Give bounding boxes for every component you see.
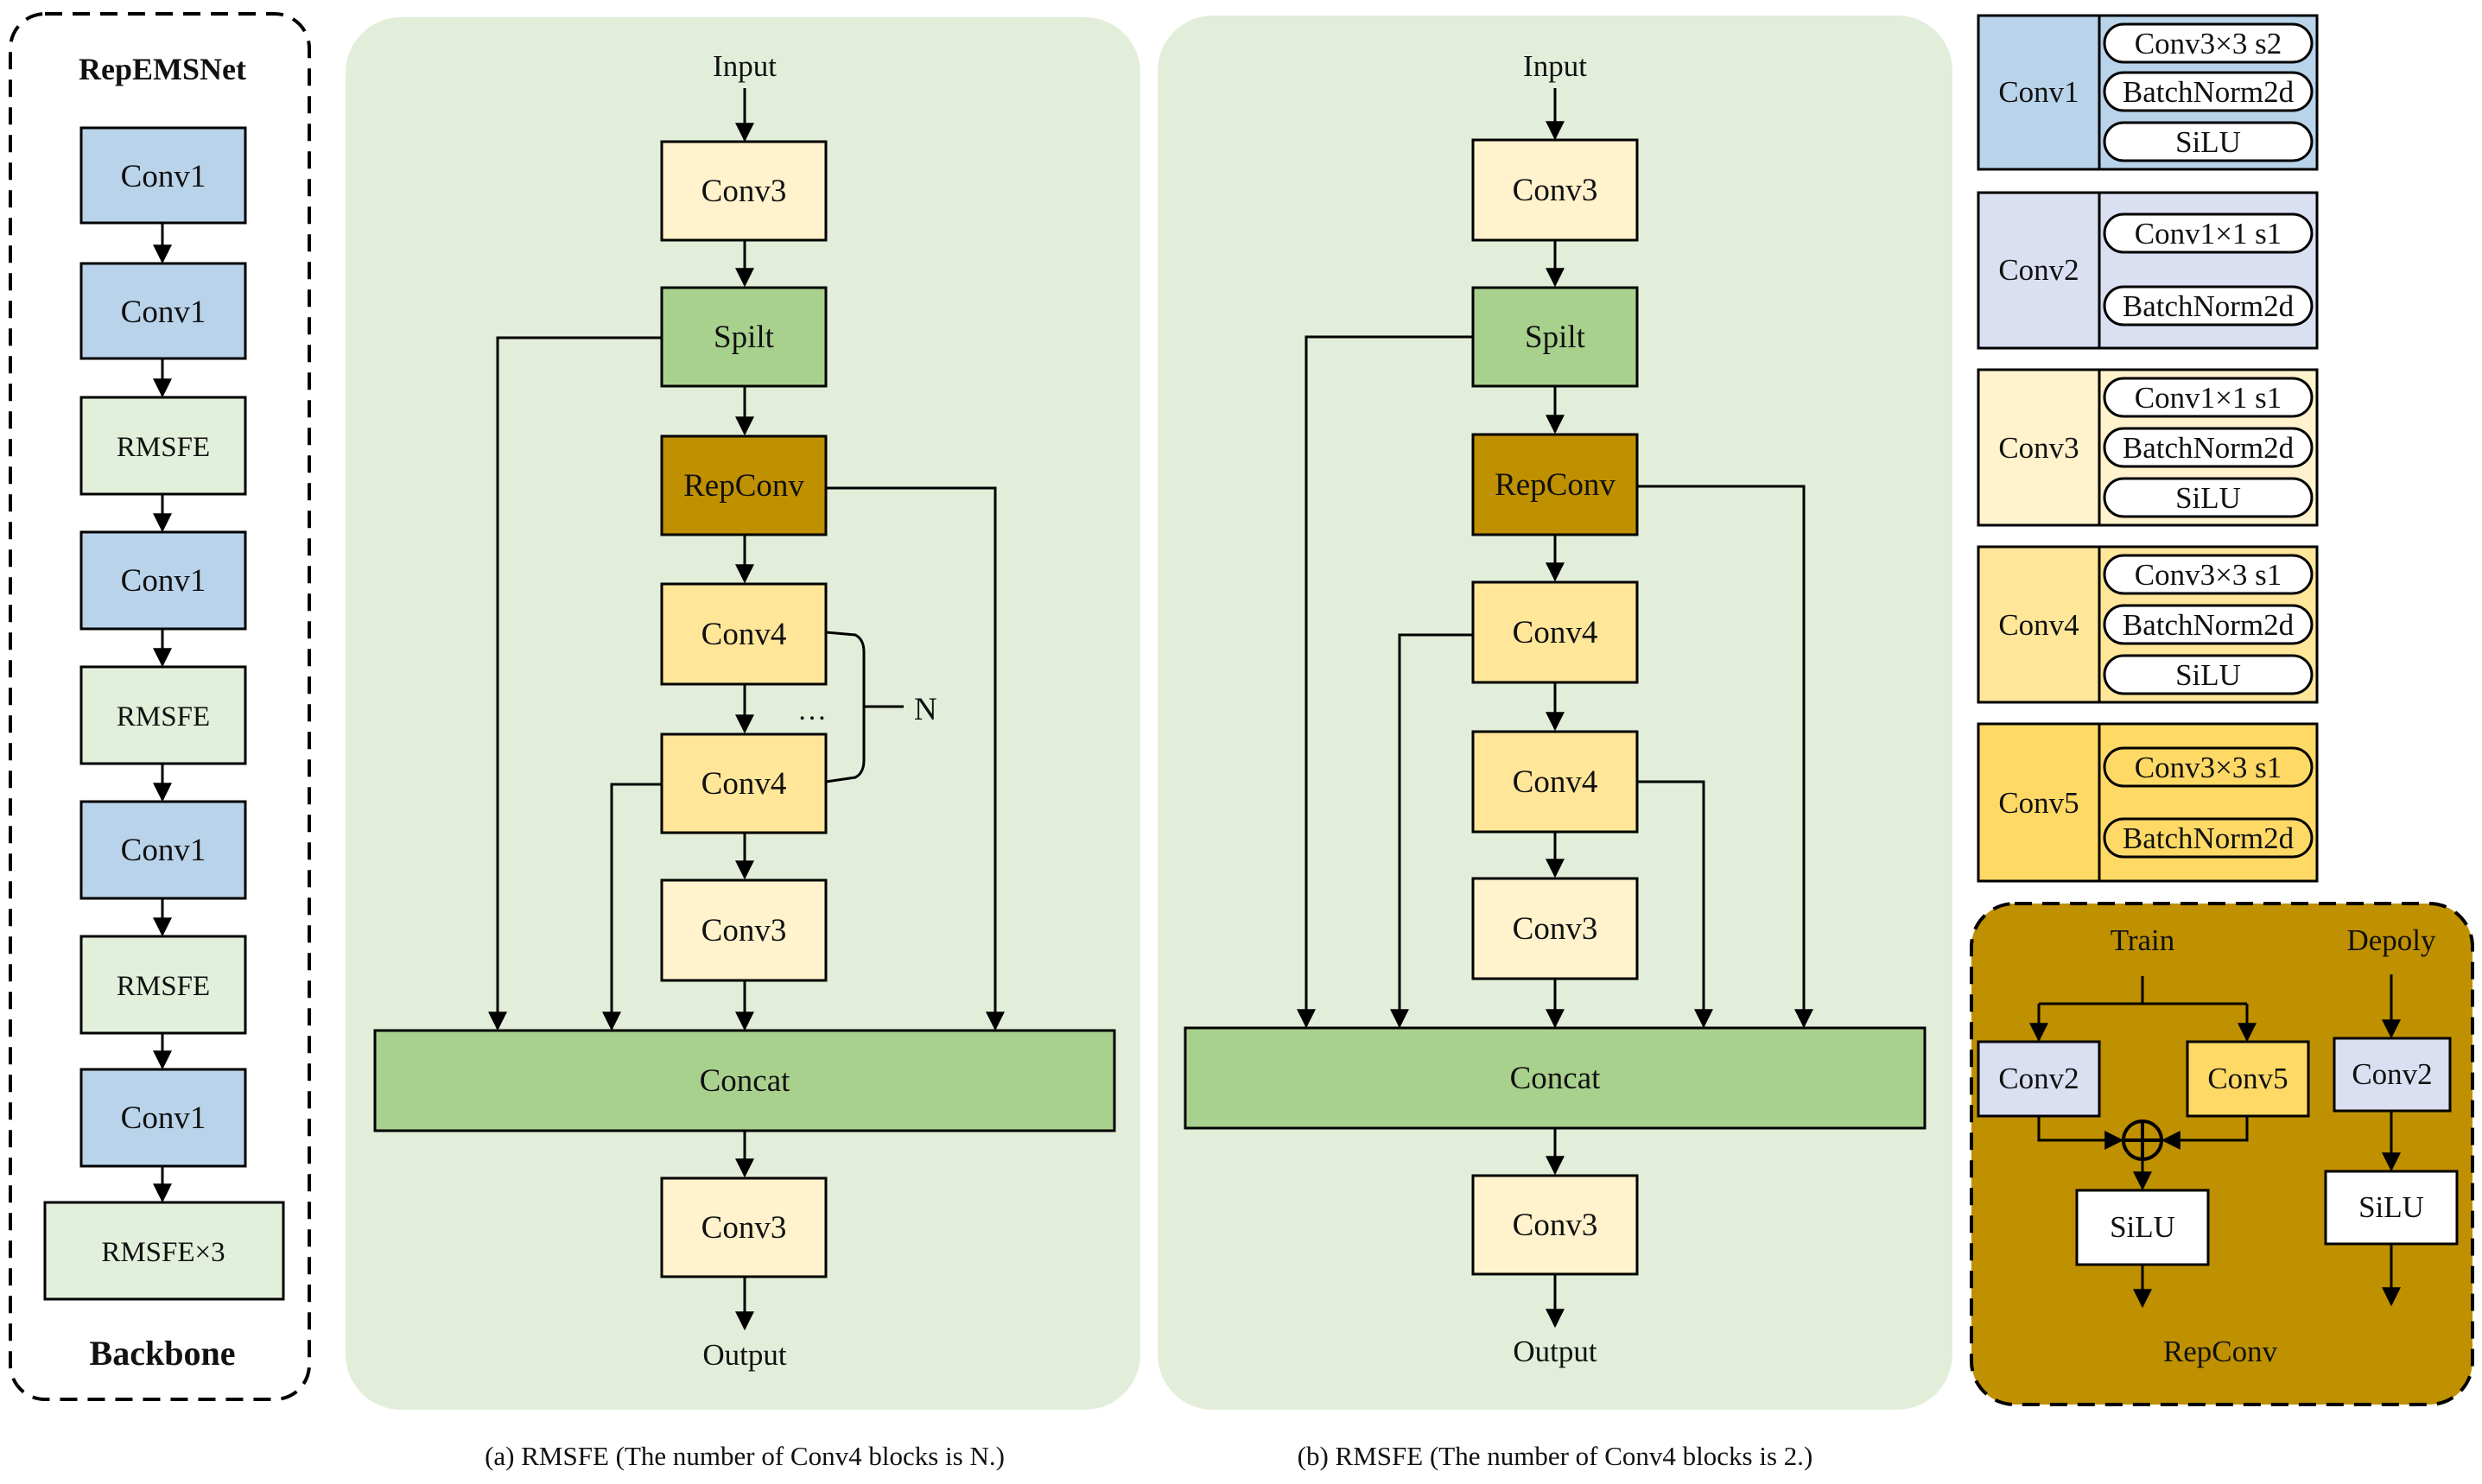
legend-conv5: Conv5 Conv3×3 s1 BatchNorm2d	[1977, 722, 2319, 883]
panel-b-conv4-2-label: Conv4	[1513, 764, 1598, 800]
legend-conv5-name: Conv5	[1998, 786, 2079, 820]
panel-b: Input Conv3 Spilt RepConv Conv4 Conv4 Co…	[1158, 16, 1952, 1471]
panel-b-concat-label: Concat	[1510, 1061, 1602, 1096]
backbone-label-2: Conv1	[121, 295, 206, 330]
panel-b-split-label: Spilt	[1525, 320, 1586, 355]
legend-conv5-item-1: Conv3×3 s1	[2135, 751, 2282, 784]
legend-conv1-name: Conv1	[1998, 75, 2079, 109]
legend-conv2-item-2: BatchNorm2d	[2123, 289, 2295, 323]
panel-b-conv4-1	[1471, 580, 1639, 684]
backbone-conv1-1	[79, 126, 247, 225]
legend-conv1-item-2: BatchNorm2d	[2123, 75, 2295, 109]
legend-conv4-name: Conv4	[1998, 608, 2079, 642]
legend-conv3-item-1: Conv1×1 s1	[2135, 381, 2282, 415]
repconv-detail-frame	[1970, 902, 2474, 1406]
panel-a-conv3-mid-label: Conv3	[701, 913, 787, 948]
legend-conv5-item-2: BatchNorm2d	[2123, 821, 2295, 855]
panel-a: Input Conv3 Spilt RepConv Conv4 Conv4 … …	[346, 17, 1140, 1471]
repconv-train-conv5	[2186, 1040, 2310, 1118]
repconv-deploy-conv2-label: Conv2	[2352, 1057, 2432, 1091]
legend-conv1: Conv1 Conv3×3 s2 BatchNorm2d SiLU	[1977, 14, 2319, 171]
panel-a-split-label: Spilt	[714, 320, 775, 355]
legend-conv3: Conv3 Conv1×1 s1 BatchNorm2d SiLU	[1977, 368, 2319, 527]
panel-b-repconv-label: RepConv	[1495, 467, 1616, 503]
legend-conv3-name: Conv3	[1998, 431, 2079, 465]
panel-a-repconv	[660, 434, 828, 536]
repconv-train-label: Train	[2111, 923, 2175, 957]
panel-a-conv3-top-label: Conv3	[701, 174, 787, 209]
backbone-label-9: RMSFE×3	[101, 1237, 225, 1268]
legend-conv2: Conv2 Conv1×1 s1 BatchNorm2d	[1977, 191, 2319, 350]
backbone-rmsfe-2	[79, 665, 247, 765]
backbone-label-6: Conv1	[121, 833, 206, 868]
panel-b-conv4-1-label: Conv4	[1513, 615, 1598, 650]
panel-a-conv4-1-label: Conv4	[701, 617, 787, 652]
legend-conv2-item-1: Conv1×1 s1	[2135, 217, 2282, 251]
panel-a-n-label: N	[914, 692, 937, 727]
repconv-train-silu	[2075, 1189, 2210, 1266]
backbone-footer: Backbone	[90, 1334, 236, 1373]
legend-conv1-item-1: Conv3×3 s2	[2135, 27, 2282, 60]
backbone-conv1-5	[79, 1068, 247, 1168]
panel-a-split	[660, 286, 828, 388]
backbone-label-5: RMSFE	[117, 701, 210, 732]
panel-b-conv3-bottom-label: Conv3	[1513, 1208, 1598, 1243]
legend: Conv1 Conv3×3 s2 BatchNorm2d SiLU Conv2 …	[1977, 14, 2319, 883]
legend-conv4-item-2: BatchNorm2d	[2123, 608, 2295, 642]
repconv-train-conv2	[1977, 1040, 2101, 1118]
panel-a-conv3-top	[660, 140, 828, 242]
legend-conv4-item-3: SiLU	[2175, 658, 2241, 692]
repconv-deploy-label: Depoly	[2346, 923, 2436, 957]
legend-conv3-item-2: BatchNorm2d	[2123, 431, 2295, 465]
repconv-train-conv2-label: Conv2	[1998, 1062, 2079, 1095]
panel-a-input-label: Input	[713, 49, 777, 83]
legend-conv4-item-1: Conv3×3 s1	[2135, 558, 2282, 592]
backbone-conv1-2	[79, 262, 247, 360]
panel-b-output-label: Output	[1513, 1335, 1597, 1368]
repconv-train-silu-label: SiLU	[2110, 1210, 2175, 1244]
panel-b-concat	[1184, 1026, 1927, 1130]
repconv-train-conv5-label: Conv5	[2207, 1062, 2288, 1095]
panel-a-conv4-2-label: Conv4	[701, 766, 787, 802]
backbone-rmsfe-x3	[43, 1201, 285, 1301]
repconv-detail-panel: Train Depoly Conv2 Conv5 SiLU Conv2 SiLU	[1970, 902, 2474, 1406]
add-icon	[2122, 1119, 2163, 1161]
legend-conv4: Conv4 Conv3×3 s1 BatchNorm2d SiLU	[1977, 545, 2319, 704]
panel-a-conv3-bottom-label: Conv3	[701, 1210, 787, 1246]
legend-conv3-item-3: SiLU	[2175, 481, 2241, 515]
legend-conv1-item-3: SiLU	[2175, 125, 2241, 159]
panel-b-conv3-top-label: Conv3	[1513, 173, 1598, 208]
repconv-detail-title: RepConv	[2163, 1335, 2278, 1368]
panel-a-concat	[373, 1029, 1116, 1132]
panel-b-repconv	[1471, 433, 1639, 536]
panel-b-conv3-mid	[1471, 877, 1639, 980]
panel-b-input-label: Input	[1523, 49, 1587, 83]
panel-a-caption: (a) RMSFE (The number of Conv4 blocks is…	[485, 1441, 1005, 1471]
panel-a-ellipsis: …	[797, 694, 827, 726]
panel-b-caption: (b) RMSFE (The number of Conv4 blocks is…	[1298, 1441, 1813, 1471]
backbone-label-1: Conv1	[121, 159, 206, 194]
panel-a-repconv-label: RepConv	[683, 468, 804, 504]
repconv-deploy-silu-label: SiLU	[2358, 1190, 2424, 1224]
legend-conv2-name: Conv2	[1998, 253, 2079, 287]
panel-a-output-label: Output	[702, 1338, 787, 1372]
panel-a-concat-label: Concat	[700, 1063, 791, 1099]
backbone-title: RepEMSNet	[79, 52, 246, 86]
panel-b-conv3-mid-label: Conv3	[1513, 911, 1598, 947]
backbone-panel: RepEMSNet Conv1 Conv1 RMSFE Conv1 RMSFE …	[9, 12, 311, 1401]
backbone-label-7: RMSFE	[117, 971, 210, 1002]
backbone-label-4: Conv1	[121, 563, 206, 599]
backbone-label-8: Conv1	[121, 1100, 206, 1136]
repconv-deploy-silu	[2324, 1170, 2459, 1246]
backbone-label-3: RMSFE	[117, 432, 210, 463]
panel-b-conv3-bottom	[1471, 1174, 1639, 1276]
